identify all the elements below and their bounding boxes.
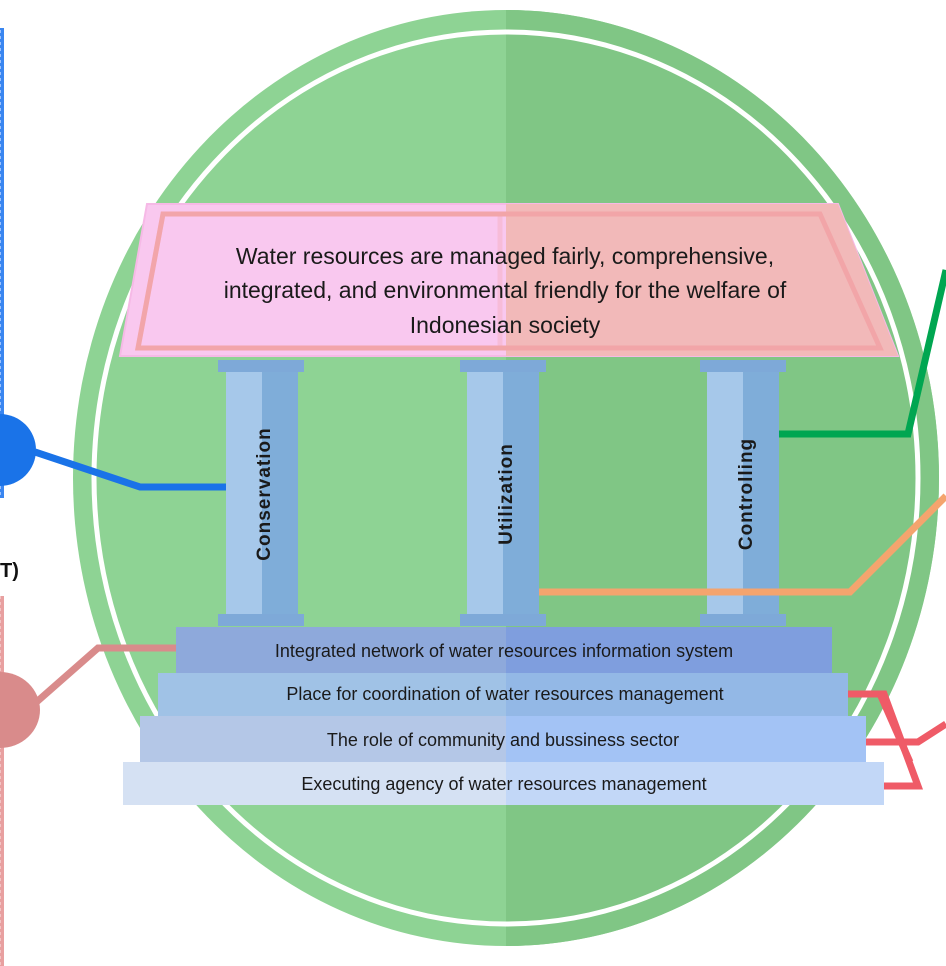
connector-green bbox=[779, 269, 946, 438]
pillar-label-controlling: Controlling bbox=[736, 438, 757, 550]
step-2-label: Place for coordination of water resource… bbox=[286, 684, 723, 704]
pillar-label-conservation: Conservation bbox=[254, 427, 275, 560]
roof-pediment: Water resources are managed fairly, comp… bbox=[118, 203, 900, 357]
roof-text-line-3: Indonesian society bbox=[410, 312, 601, 338]
connector-red bbox=[848, 690, 946, 790]
foundation-steps: Integrated network of water resources in… bbox=[123, 627, 884, 805]
step-1: Integrated network of water resources in… bbox=[176, 627, 832, 673]
connector-blue bbox=[0, 414, 226, 491]
roof-text-line-1: Water resources are managed fairly, comp… bbox=[236, 243, 774, 269]
step-3-label: The role of community and bussiness sect… bbox=[327, 730, 679, 750]
connector-rose bbox=[0, 644, 176, 748]
step-3: The role of community and bussiness sect… bbox=[140, 716, 866, 762]
pillar-conservation: Conservation bbox=[218, 360, 304, 626]
left-edge-blue-strip bbox=[0, 28, 4, 498]
step-2: Place for coordination of water resource… bbox=[158, 673, 848, 716]
side-label-fragment: T) bbox=[0, 560, 19, 582]
pillar-controlling: Controlling bbox=[700, 360, 786, 626]
step-4-label: Executing agency of water resources mana… bbox=[301, 774, 706, 794]
blue-node-circle bbox=[0, 414, 36, 486]
step-1-label: Integrated network of water resources in… bbox=[275, 641, 733, 661]
rose-node-circle bbox=[0, 672, 40, 748]
connector-orange bbox=[539, 493, 946, 596]
pillar-label-utilization: Utilization bbox=[496, 443, 517, 545]
left-edge-pink-strip bbox=[0, 596, 4, 966]
step-4: Executing agency of water resources mana… bbox=[123, 762, 884, 805]
roof-text-line-2: integrated, and environmental friendly f… bbox=[224, 277, 787, 303]
pillar-utilization: Utilization bbox=[460, 360, 546, 626]
